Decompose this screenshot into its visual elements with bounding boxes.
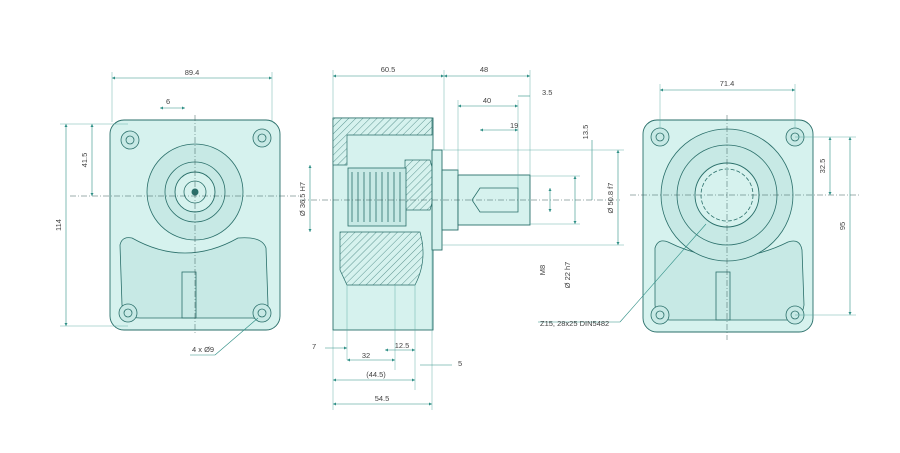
dim-thread: M8 — [538, 265, 547, 275]
dim-right-half: 32.5 — [818, 159, 827, 174]
dim-bottom-5: 5 — [458, 359, 462, 368]
right-drain-slot — [715, 271, 731, 321]
label-bolt-holes: 4 x Ø9 — [192, 345, 214, 354]
dim-bottom-54-5: 54.5 — [375, 394, 390, 403]
section-shaft-thread — [471, 187, 519, 213]
right-lower-pocket — [654, 240, 805, 321]
dim-shaft-3-5: 3.5 — [542, 88, 552, 97]
dim-left-bolt-offset: 6 — [166, 97, 170, 106]
section-view: 60.5 48 40 3.5 19 13.5 Ø 36.5 H7 Ø 50.8 … — [298, 65, 624, 410]
dim-bottom-12-5: 12.5 — [395, 341, 410, 350]
dim-left-half-height: 41.5 — [80, 153, 89, 168]
dim-right-height: 95 — [838, 222, 847, 230]
section-hatch-cover — [404, 159, 435, 211]
right-view: 71.4 32.5 95 Z15, 28x25 DIN5482 — [538, 79, 860, 340]
dim-shaft-dia: Ø 22 h7 — [563, 262, 572, 289]
dim-left-width: 89.4 — [185, 68, 200, 77]
section-hatch-top — [332, 117, 433, 166]
left-drain-slot — [181, 271, 197, 319]
dim-13-5: 13.5 — [581, 125, 590, 140]
left-lower-pocket — [119, 237, 269, 319]
left-view: 89.4 6 41.5 114 4 x Ø9 — [54, 68, 300, 356]
dim-left-height: 114 — [54, 219, 63, 231]
label-spline: Z15, 28x25 DIN5482 — [540, 319, 609, 328]
section-gear — [347, 167, 407, 227]
dim-flange-dia: Ø 50.8 f7 — [606, 183, 615, 214]
dim-bottom-7: 7 — [312, 342, 316, 351]
dim-right-width: 71.4 — [720, 79, 735, 88]
dim-pilot: Ø 36.5 H7 — [298, 182, 307, 216]
section-hatch-bottom — [339, 231, 424, 286]
left-bolt-holes — [118, 128, 272, 323]
dim-section-top-left: 60.5 — [381, 65, 396, 74]
section-gear-teeth — [351, 172, 401, 222]
dim-bottom-32: 32 — [362, 351, 370, 360]
dim-bottom-44-5: (44.5) — [366, 370, 386, 379]
dim-shaft-19: 19 — [510, 121, 518, 130]
dim-section-top-right: 48 — [480, 65, 488, 74]
dim-shaft-40: 40 — [483, 96, 491, 105]
